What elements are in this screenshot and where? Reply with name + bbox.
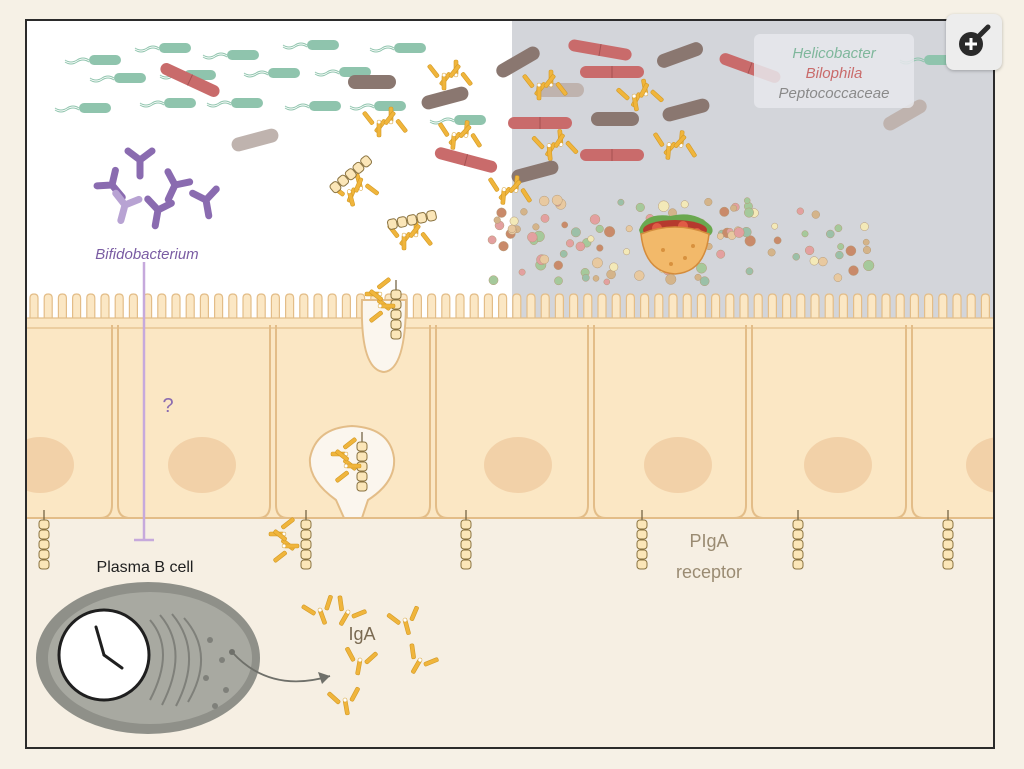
bifidobacterium-label: Bifidobacterium <box>95 246 198 263</box>
legend-peptococcaceae: Peptococcaceae <box>779 85 890 102</box>
zoom-in-icon <box>959 24 991 56</box>
inhibition-arrow <box>134 262 154 542</box>
zoom-button[interactable] <box>946 14 1002 70</box>
pigr-label-line1: PIgA <box>689 531 728 551</box>
plasma-cell-label: Plasma B cell <box>97 559 194 576</box>
clock-icon <box>57 608 151 702</box>
panel-border <box>25 19 995 749</box>
question-label: ? <box>162 395 173 417</box>
pigr-label-line2: receptor <box>676 562 742 582</box>
epithelium <box>26 293 994 519</box>
legend-helicobacter: Helicobacter <box>792 45 876 62</box>
secretion-arrow <box>229 649 331 684</box>
food-icon <box>639 214 713 275</box>
legend-bilophila: Bilophila <box>806 65 863 82</box>
legend: Helicobacter Bilophila Peptococcaceae <box>754 34 914 108</box>
iga-label: IgA <box>348 624 375 644</box>
